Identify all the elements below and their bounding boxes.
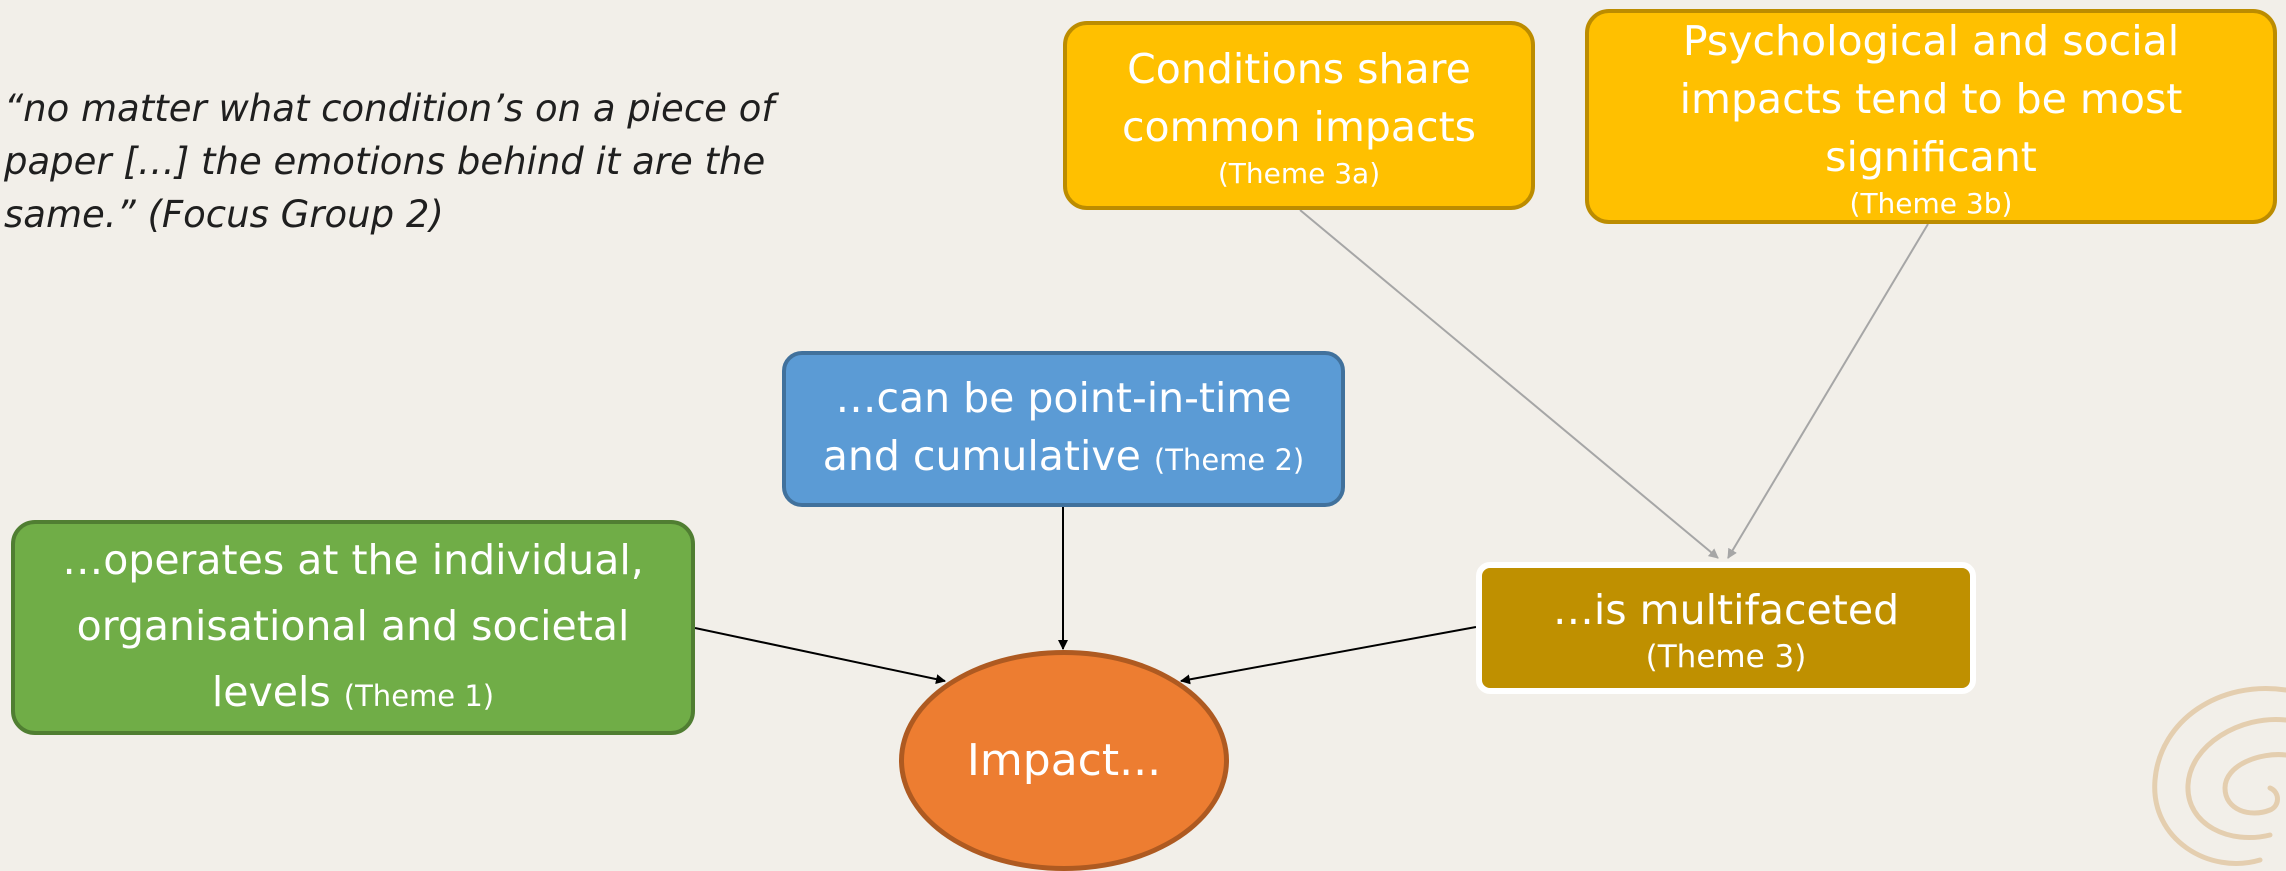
arrow-theme1-to-impact	[694, 627, 946, 685]
node-theme-3-theme: (Theme 3)	[1645, 639, 1807, 675]
node-impact-label: Impact...	[966, 734, 1162, 786]
node-theme-1: …operates at the individual, organisatio…	[11, 520, 695, 735]
node-impact: Impact...	[899, 650, 1229, 871]
focus-group-quote: “no matter what condition’s on a piece o…	[4, 87, 775, 236]
node-theme-3b: Psychological and social impacts tend to…	[1585, 9, 2277, 224]
node-theme-3a-label: Conditions share common impacts	[1121, 44, 1477, 151]
node-theme-3b-theme: (Theme 3b)	[1849, 186, 2013, 220]
node-theme-2-label: …can be point-in-time and cumulative	[822, 374, 1292, 480]
node-theme-3b-label: Psychological and social impacts tend to…	[1679, 16, 2183, 181]
node-theme-1-theme: (Theme 1)	[343, 678, 495, 713]
node-theme-2-theme: (Theme 2)	[1153, 443, 1305, 477]
node-theme-3: …is multifaceted (Theme 3)	[1476, 562, 1976, 694]
node-theme-2: …can be point-in-time and cumulative (Th…	[782, 351, 1345, 507]
arrow-theme3b-to-theme3	[1727, 223, 1929, 559]
arrow-theme3-to-impact	[1180, 626, 1477, 685]
node-theme-3a-theme: (Theme 3a)	[1217, 156, 1381, 190]
node-theme-3-label: …is multifaceted	[1552, 586, 1900, 634]
spiral-ornament-icon	[2152, 686, 2286, 866]
arrow-theme3a-to-theme3	[1299, 209, 1719, 559]
node-theme-3a: Conditions share common impacts (Theme 3…	[1063, 21, 1535, 210]
node-theme-1-label: …operates at the individual, organisatio…	[62, 535, 644, 716]
